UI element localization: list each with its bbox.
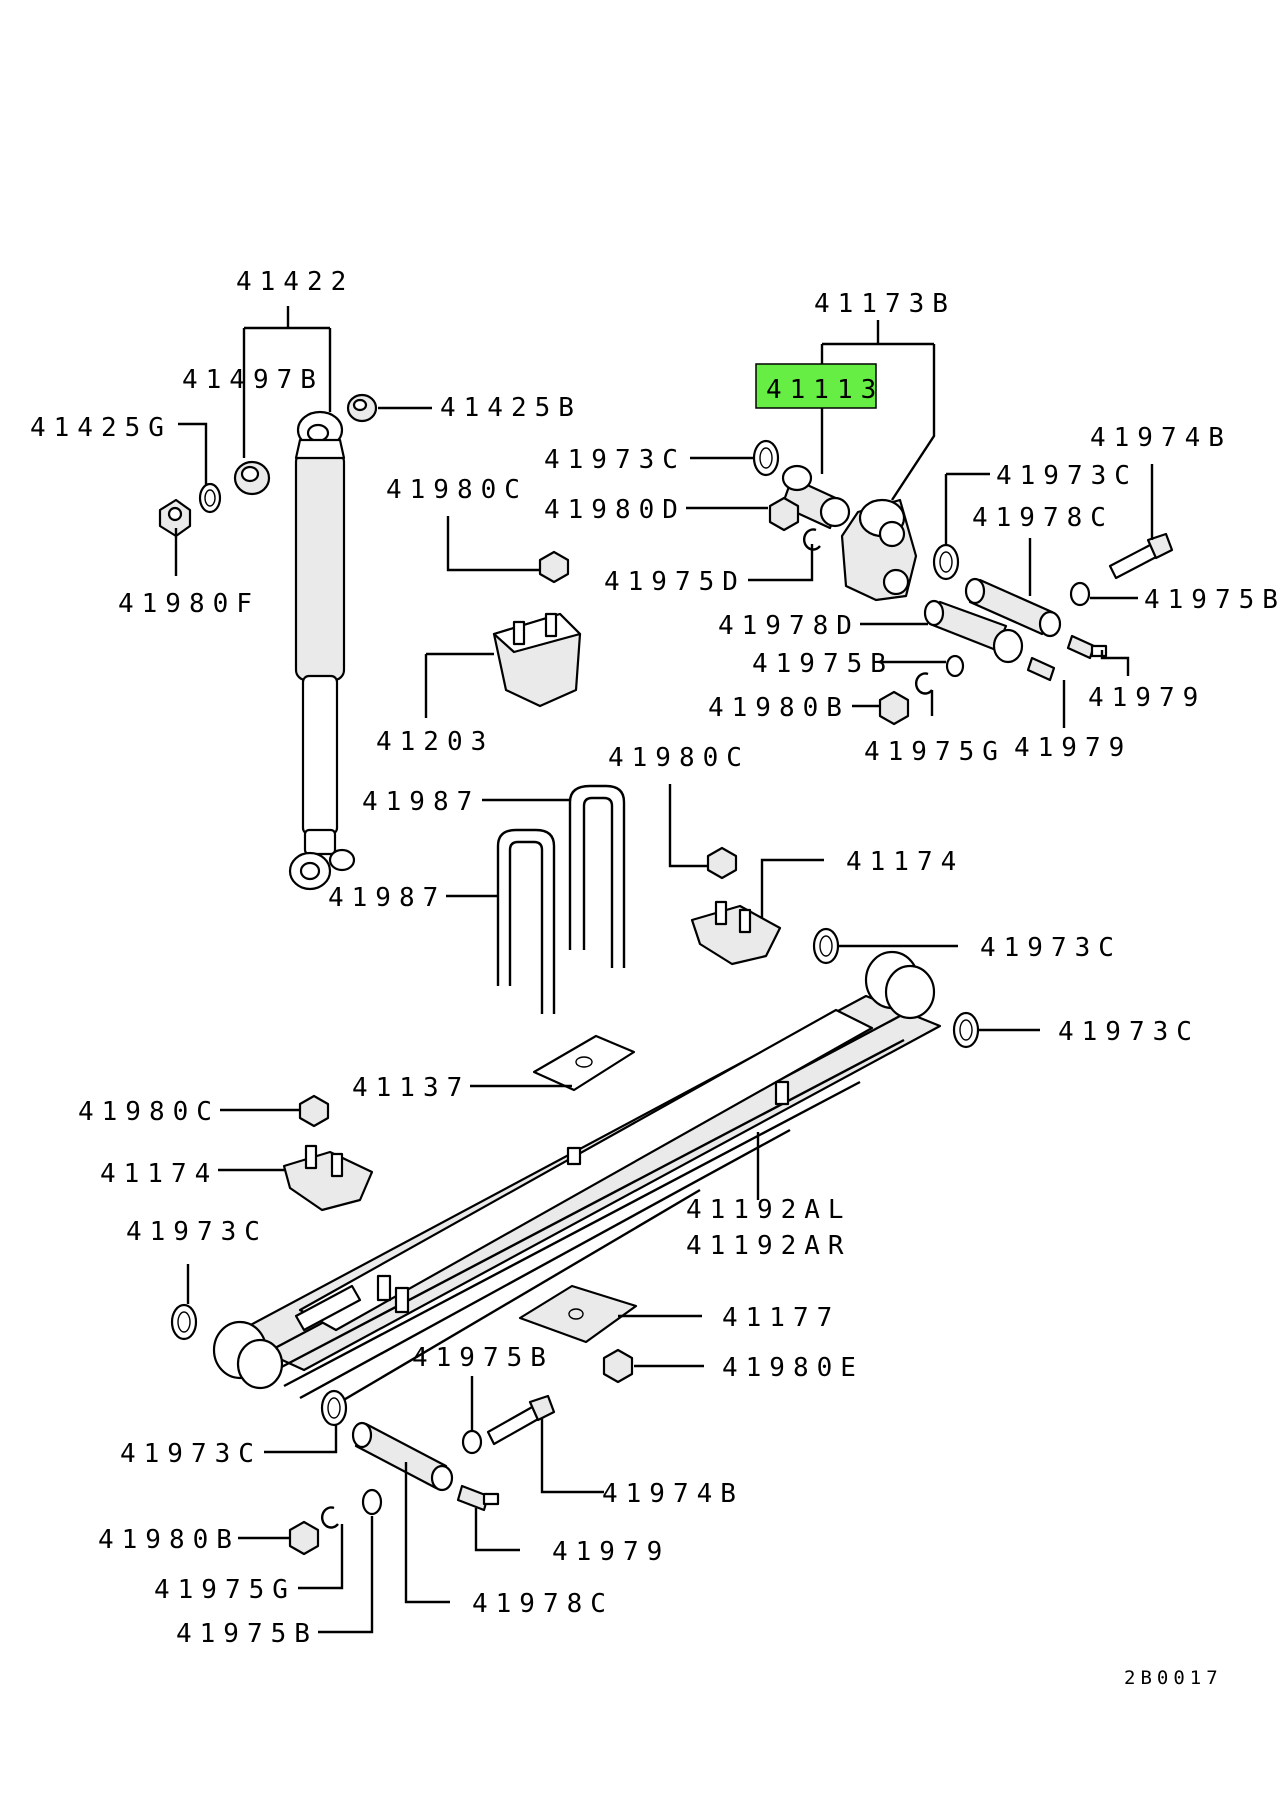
- bolt-41974B-upper[interactable]: [1108, 532, 1174, 580]
- label-41979-a[interactable]: 41979: [1088, 683, 1206, 713]
- bushing-41425B[interactable]: [346, 393, 378, 423]
- label-41113[interactable]: 41113: [766, 375, 884, 405]
- u-bolt-41987-rear[interactable]: [568, 784, 626, 968]
- spring-seat-41174-upper[interactable]: [690, 900, 782, 966]
- nut-41980C-upper[interactable]: [538, 550, 570, 584]
- shock-absorber-41422[interactable]: [288, 410, 356, 891]
- label-41975G-lower[interactable]: 41975G: [154, 1575, 296, 1605]
- label-41973C-eye[interactable]: 41973C: [120, 1439, 262, 1469]
- grease-nipple-41979-a[interactable]: [1066, 634, 1108, 660]
- washer-41973C-right[interactable]: [932, 543, 960, 581]
- label-41980D[interactable]: 41980D: [544, 495, 686, 525]
- highlight-box-41113: [755, 363, 877, 409]
- washer-41973C-lower-left[interactable]: [170, 1303, 198, 1341]
- label-41192AL[interactable]: 41192AL: [686, 1195, 852, 1225]
- nut-41980F[interactable]: [158, 498, 192, 538]
- label-41978D[interactable]: 41978D: [718, 611, 860, 641]
- label-41425G[interactable]: 41425G: [30, 413, 172, 443]
- label-41425B[interactable]: 41425B: [440, 393, 582, 423]
- label-41974B-lower[interactable]: 41974B: [602, 1479, 744, 1509]
- drawing-code: 2B0017: [1124, 1667, 1223, 1689]
- label-41978C-upper[interactable]: 41978C: [972, 503, 1114, 533]
- shackle-41173B[interactable]: [840, 498, 918, 602]
- nut-41980E[interactable]: [602, 1348, 634, 1384]
- nut-41980D[interactable]: [768, 496, 800, 532]
- label-41980B-lower[interactable]: 41980B: [98, 1525, 240, 1555]
- label-41987-rear[interactable]: 41987: [362, 787, 480, 817]
- bushing-41113[interactable]: [780, 464, 851, 530]
- label-41975D[interactable]: 41975D: [604, 567, 746, 597]
- snap-ring-41975G-lower[interactable]: [321, 1506, 339, 1529]
- label-41975G-upper[interactable]: 41975G: [864, 737, 1006, 767]
- washer-41973C-shackle[interactable]: [752, 439, 780, 477]
- bushing-41497B[interactable]: [233, 460, 271, 496]
- part-labels: 41422 41497B 41425G 41425B 41980F 41980C…: [30, 267, 1283, 1689]
- spring-seat-41174-lower[interactable]: [282, 1144, 374, 1212]
- label-41980C-mid[interactable]: 41980C: [608, 743, 750, 773]
- label-41980E[interactable]: 41980E: [722, 1353, 864, 1383]
- label-41174-lower[interactable]: 41174: [100, 1159, 218, 1189]
- label-41975B-upper[interactable]: 41975B: [1144, 585, 1283, 615]
- label-41422[interactable]: 41422: [236, 267, 354, 297]
- nut-41980C-mid[interactable]: [706, 846, 738, 880]
- washer-41975B-lower-upper[interactable]: [461, 1429, 483, 1455]
- label-41980C-upper[interactable]: 41980C: [386, 475, 528, 505]
- u-bolt-41987-front[interactable]: [496, 828, 556, 1014]
- label-41137[interactable]: 41137: [352, 1073, 470, 1103]
- nut-41980B-upper[interactable]: [878, 690, 910, 726]
- nut-41980C-lower[interactable]: [298, 1094, 330, 1128]
- label-41979-b[interactable]: 41979: [1014, 733, 1132, 763]
- leaf-spring-41192A[interactable]: [212, 950, 942, 1410]
- snap-ring-41975D[interactable]: [803, 528, 821, 551]
- label-41973C-upper-right-1[interactable]: 41973C: [980, 933, 1122, 963]
- nut-41980B-lower[interactable]: [288, 1520, 320, 1556]
- pin-41978D[interactable]: [923, 599, 1024, 664]
- label-41975B-lower-upper[interactable]: 41975B: [412, 1343, 554, 1373]
- washer-41975B-mid[interactable]: [945, 654, 965, 678]
- snap-ring-41975G-upper[interactable]: [915, 672, 933, 695]
- washer-41973C-upper-right-1[interactable]: [812, 927, 840, 965]
- grease-nipple-41979-c[interactable]: [456, 1484, 500, 1512]
- label-41174-upper[interactable]: 41174: [846, 847, 964, 877]
- label-41980B-upper[interactable]: 41980B: [708, 693, 850, 723]
- label-41177[interactable]: 41177: [722, 1303, 840, 1333]
- label-41975B-mid[interactable]: 41975B: [752, 649, 894, 679]
- label-41203[interactable]: 41203: [376, 727, 494, 757]
- label-41975B-lower[interactable]: 41975B: [176, 1619, 318, 1649]
- label-41987-front[interactable]: 41987: [328, 883, 446, 913]
- bump-stop-41203[interactable]: [492, 612, 582, 708]
- washer-41973C-upper-right-2[interactable]: [952, 1011, 980, 1049]
- grease-nipple-41979-b[interactable]: [1026, 656, 1056, 682]
- pin-41978C-upper[interactable]: [964, 577, 1062, 638]
- washer-41425G[interactable]: [198, 482, 222, 514]
- leader-lines: [174, 306, 1154, 1634]
- label-41980F[interactable]: 41980F: [118, 589, 260, 619]
- label-41973C-right[interactable]: 41973C: [996, 461, 1138, 491]
- pin-41978C-lower[interactable]: [351, 1421, 454, 1492]
- label-41978C-lower[interactable]: 41978C: [472, 1589, 614, 1619]
- bolt-41974B-lower[interactable]: [486, 1394, 556, 1446]
- washer-41975B-upper[interactable]: [1069, 581, 1091, 607]
- label-41173B[interactable]: 41173B: [814, 289, 956, 319]
- label-41973C-lower-left[interactable]: 41973C: [126, 1217, 268, 1247]
- label-41980C-lower[interactable]: 41980C: [78, 1097, 220, 1127]
- plate-41137[interactable]: [532, 1034, 636, 1092]
- washer-41973C-eye[interactable]: [320, 1389, 348, 1427]
- label-41973C-shackle[interactable]: 41973C: [544, 445, 686, 475]
- label-41192AR[interactable]: 41192AR: [686, 1231, 852, 1261]
- label-41973C-upper-right-2[interactable]: 41973C: [1058, 1017, 1200, 1047]
- plate-41177[interactable]: [518, 1284, 638, 1344]
- label-41979-c[interactable]: 41979: [552, 1537, 670, 1567]
- label-41974B-upper[interactable]: 41974B: [1090, 423, 1232, 453]
- washer-41975B-lower[interactable]: [361, 1488, 383, 1516]
- label-41497B[interactable]: 41497B: [182, 365, 324, 395]
